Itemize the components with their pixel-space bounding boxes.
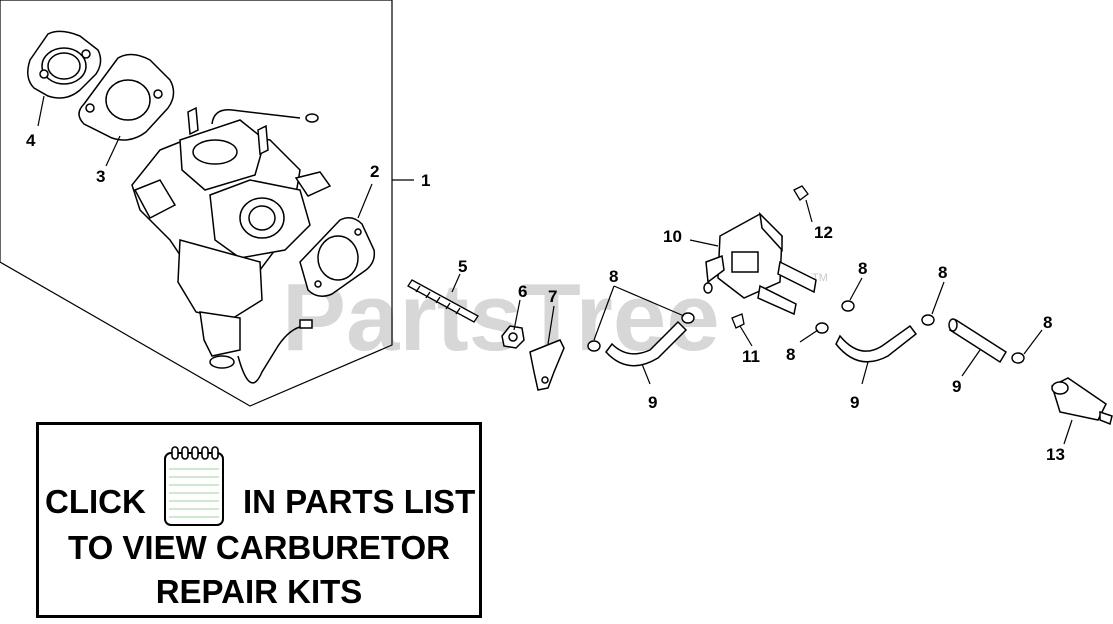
callout-7: 7: [548, 287, 557, 306]
callout-4: 4: [26, 131, 36, 150]
part-10-fuel-pump[interactable]: [703, 211, 817, 316]
note-click-word: CLICK: [45, 483, 146, 520]
callout-9c: 9: [952, 377, 961, 396]
carburetor-wires: [211, 109, 319, 384]
part-5-stud[interactable]: [407, 279, 479, 323]
repair-kit-note: CLICK IN PARTS LIST TO VIEW CARB: [36, 422, 482, 618]
part-2-gasket[interactable]: [299, 217, 376, 297]
callout-8d: 8: [938, 263, 947, 282]
callout-9a: 9: [648, 393, 657, 412]
callout-11: 11: [742, 347, 760, 366]
callout-13: 13: [1046, 445, 1065, 464]
part-9-hoses[interactable]: [605, 318, 1008, 367]
part-13-fuel-filter[interactable]: [1051, 377, 1113, 426]
part-6-nut[interactable]: [501, 325, 525, 349]
callout-3: 3: [96, 167, 105, 186]
note-in-parts-list: IN PARTS LIST: [243, 483, 476, 520]
part-3-gasket[interactable]: [78, 53, 175, 141]
callout-12: 12: [814, 223, 833, 242]
note-line-3: REPAIR KITS: [155, 573, 363, 610]
callout-8c: 8: [786, 345, 795, 364]
callout-5: 5: [458, 257, 467, 276]
callout-6: 6: [518, 282, 527, 301]
part-8-clamps[interactable]: [587, 300, 1025, 364]
callout-8e: 8: [1043, 313, 1052, 332]
callout-1: 1: [421, 171, 430, 190]
part-11-screw[interactable]: [731, 313, 745, 329]
part-1-carburetor[interactable]: [131, 106, 332, 369]
part-7-bracket[interactable]: [529, 339, 565, 391]
notebook-icon[interactable]: [163, 445, 225, 527]
part-4-gasket[interactable]: [27, 30, 102, 99]
callout-10: 10: [663, 227, 682, 246]
leader-lines: [37, 95, 1073, 445]
callout-8b: 8: [858, 259, 867, 278]
part-12-screw[interactable]: [793, 185, 809, 201]
note-line-2: TO VIEW CARBURETOR: [68, 529, 450, 566]
callout-2: 2: [370, 162, 379, 181]
callout-8a: 8: [609, 267, 618, 286]
callout-9b: 9: [850, 393, 859, 412]
assembly-frame: [0, 0, 393, 407]
